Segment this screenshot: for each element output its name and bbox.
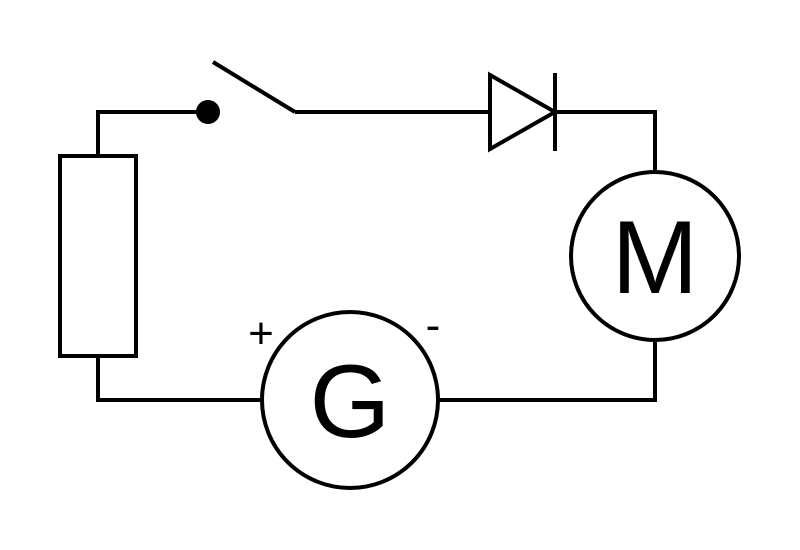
wire-generator-to-resistor (96, 356, 262, 402)
diode (488, 71, 560, 153)
generator-circle (260, 310, 440, 490)
switch-lever (211, 60, 297, 114)
resistor (58, 154, 138, 358)
wires (96, 110, 657, 402)
diode-triangle (488, 71, 560, 153)
wire-diode-to-motor (555, 110, 657, 172)
switch-contact-dot (196, 100, 220, 124)
wire-resistor-to-switch (96, 110, 208, 156)
motor: M (569, 170, 741, 342)
switch (196, 60, 297, 124)
generator-plus-sign: + (248, 309, 274, 358)
motor-label: M (612, 200, 699, 316)
wire-motor-to-generator (438, 340, 657, 402)
resistor-body (58, 154, 138, 358)
motor-circle (569, 170, 741, 342)
generator-minus-sign: - (426, 301, 441, 350)
generator: G + - (248, 301, 441, 490)
generator-label: G (310, 344, 391, 460)
